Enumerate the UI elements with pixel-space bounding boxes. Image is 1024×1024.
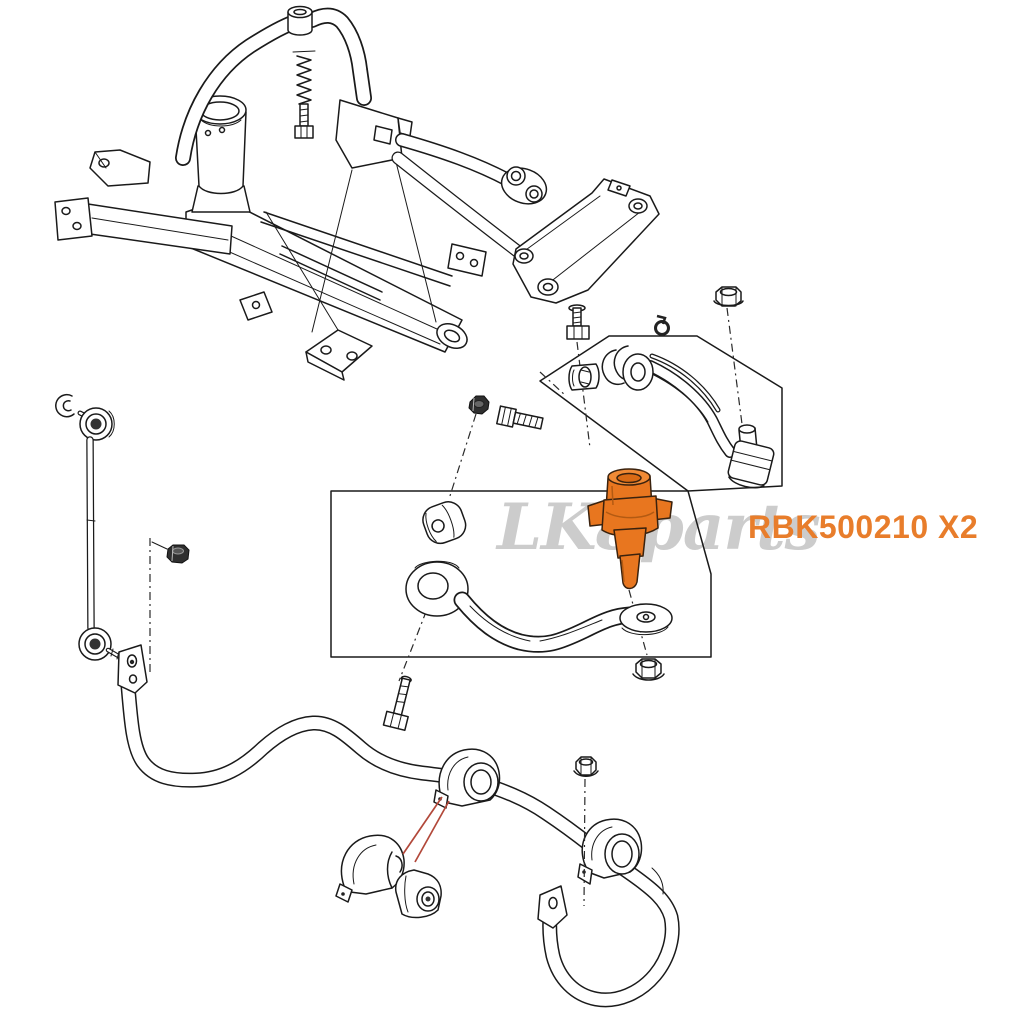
bar-bushing-loose — [394, 869, 442, 919]
support-bracket-plate — [512, 178, 744, 340]
snap-ring — [601, 349, 625, 386]
leader-balljoint-to-nut — [628, 589, 648, 656]
lower-arm-bushing — [422, 501, 467, 545]
clamp-nut — [573, 756, 599, 777]
link-washer — [55, 393, 75, 418]
subframe-drawing — [54, 5, 564, 381]
part-number-label: RBK500210 X2 — [748, 509, 978, 545]
lower-arm-box — [330, 395, 712, 732]
arm-bolt — [496, 405, 544, 430]
bar-clamp-mounted-left — [433, 748, 501, 809]
bracket-bolt — [566, 304, 590, 340]
lower-arm-rear-eye — [405, 561, 469, 617]
subframe-left-mount — [54, 197, 93, 241]
spring-bolt — [292, 50, 316, 139]
leader-nut-to-clamp — [583, 778, 586, 907]
stabilizer-link — [55, 393, 190, 674]
arch-cap — [287, 11, 313, 36]
bar-end-bracket-right — [537, 885, 568, 929]
upper-arm-bushing — [568, 363, 600, 391]
lower-bolt — [382, 675, 412, 732]
subframe-right-bracket — [500, 167, 548, 205]
lower-control-arm — [453, 591, 673, 653]
anti-roll-bar-group — [117, 644, 680, 1008]
balljoint-nut — [632, 658, 665, 681]
link-nut — [166, 544, 190, 564]
leader-nut-to-balljoint — [726, 307, 743, 425]
leader-nut-to-bushing — [448, 413, 477, 500]
bar-clamp-loose — [335, 834, 405, 903]
highlighted-ball-joint — [587, 468, 673, 590]
retaining-clip — [654, 314, 670, 336]
upper-arm-nut — [713, 286, 744, 307]
upper-control-arm — [622, 353, 775, 489]
red-pointer-lines — [402, 796, 450, 863]
bar-end-bracket-left — [117, 644, 148, 694]
bar-clamp-mounted-right — [577, 818, 643, 885]
bushing-nut — [468, 395, 490, 415]
leader-eye-to-bolt — [398, 593, 434, 682]
